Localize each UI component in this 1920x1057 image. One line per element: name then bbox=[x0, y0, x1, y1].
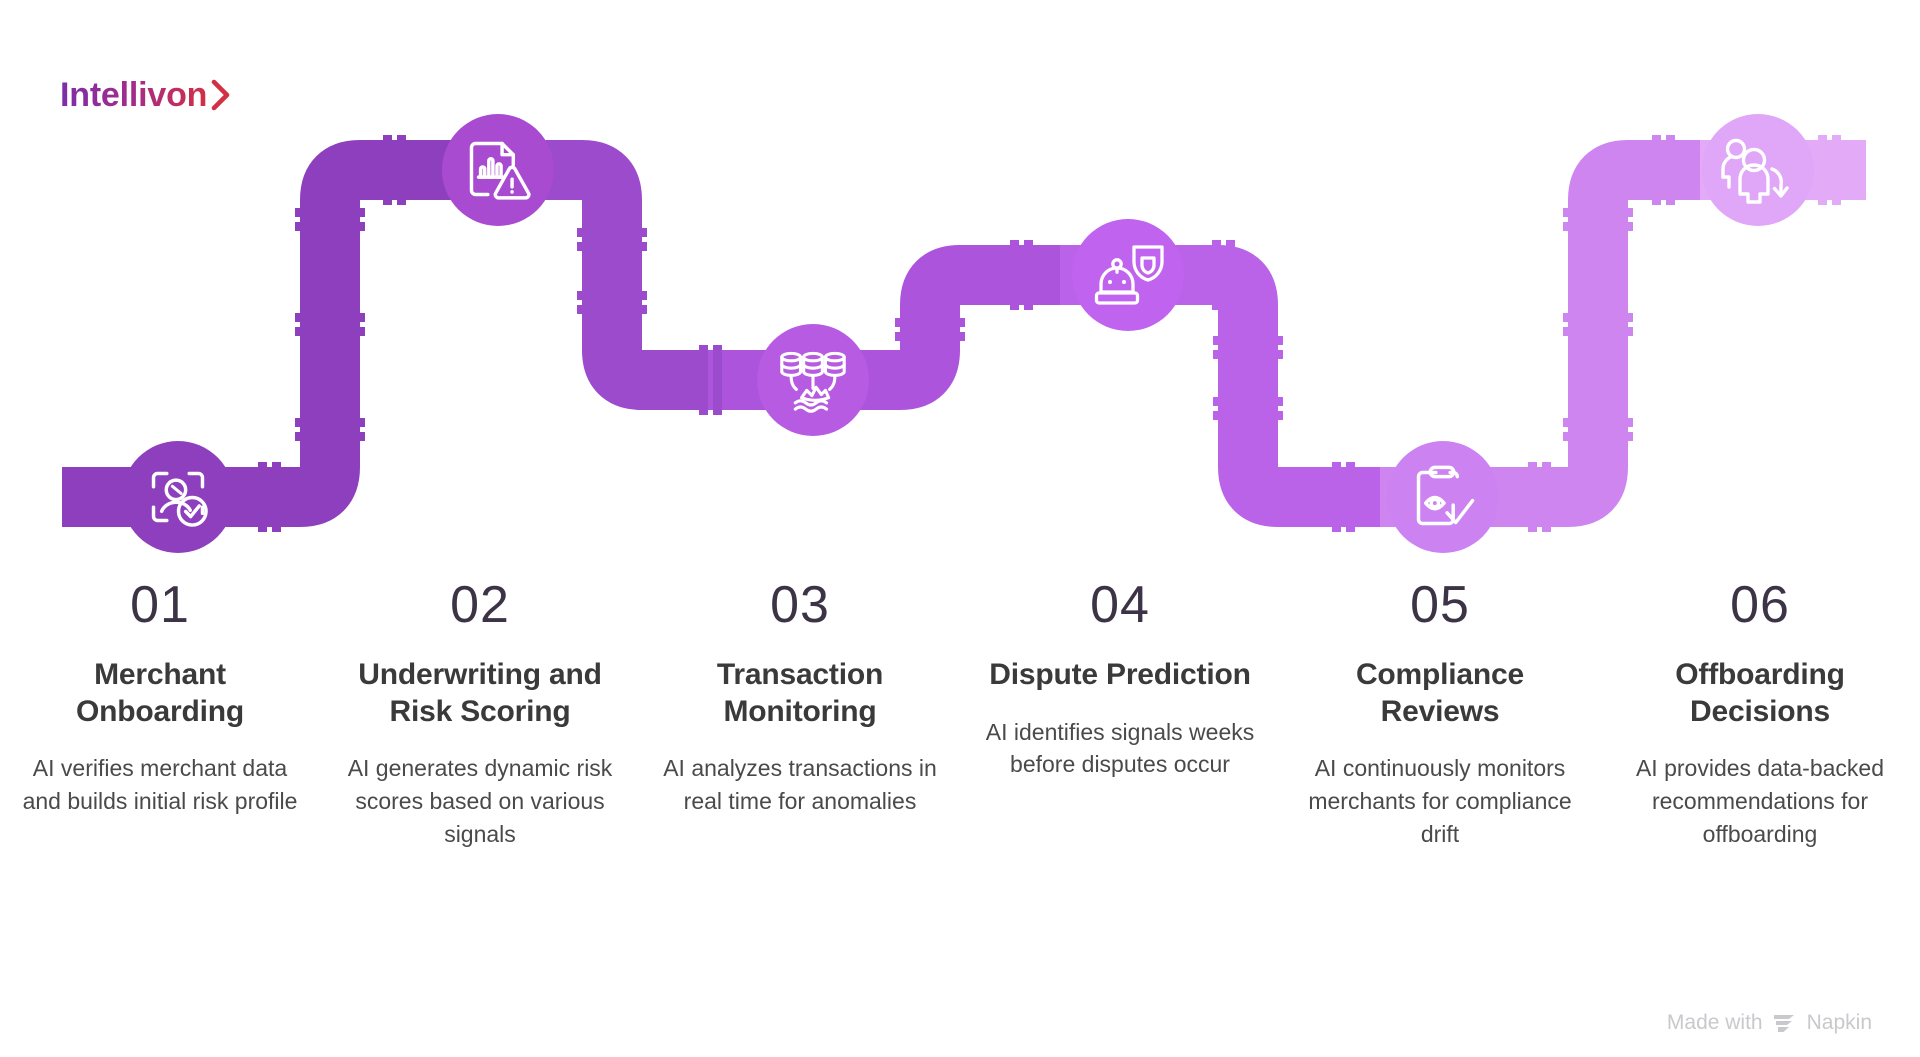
step-description: AI provides data-backed recommendations … bbox=[1635, 755, 1885, 847]
step-card-02: 02 Underwriting and Risk Scoring AI gene… bbox=[320, 576, 640, 850]
step-number: 06 bbox=[1730, 576, 1790, 634]
step-card-01: 01 Merchant Onboarding AI verifies merch… bbox=[0, 576, 320, 818]
made-with-footer[interactable]: Made with Napkin bbox=[1667, 1011, 1872, 1035]
pipe-flanges bbox=[258, 135, 1841, 532]
pipeline-node-04[interactable] bbox=[1072, 219, 1184, 331]
step-description: AI identifies signals weeks before dispu… bbox=[985, 718, 1255, 778]
step-number: 02 bbox=[450, 576, 510, 634]
made-with-label: Made with bbox=[1666, 1011, 1763, 1034]
pipeline-node-06[interactable] bbox=[1702, 114, 1814, 226]
step-description: AI analyzes transactions in real time fo… bbox=[663, 755, 937, 814]
step-title: Compliance Reviews bbox=[1355, 658, 1525, 728]
step-card-03: 03 Transaction Monitoring AI analyzes tr… bbox=[640, 576, 960, 818]
step-title: Transaction Monitoring bbox=[716, 658, 884, 728]
step-description: AI verifies merchant data and builds ini… bbox=[22, 755, 298, 814]
step-number: 03 bbox=[770, 576, 830, 634]
step-title: Dispute Prediction bbox=[989, 658, 1251, 692]
step-card-04: 04 Dispute Prediction AI identifies sign… bbox=[960, 576, 1280, 781]
brand-name: Intellivon bbox=[60, 76, 208, 114]
step-title: Merchant Onboarding bbox=[76, 658, 244, 728]
brand-logo[interactable]: Intellivon bbox=[60, 78, 232, 112]
step-card-05: 05 Compliance Reviews AI continuously mo… bbox=[1280, 576, 1600, 850]
step-number: 05 bbox=[1410, 576, 1470, 634]
napkin-logo-icon bbox=[1773, 1015, 1794, 1032]
step-list: 01 Merchant Onboarding AI verifies merch… bbox=[0, 576, 1920, 850]
chevron-right-icon bbox=[211, 79, 230, 111]
step-number: 01 bbox=[130, 576, 190, 634]
step-title: Offboarding Decisions bbox=[1675, 658, 1845, 728]
step-title: Underwriting and Risk Scoring bbox=[358, 658, 602, 728]
product-name: Napkin bbox=[1806, 1011, 1872, 1034]
step-description: AI generates dynamic risk scores based o… bbox=[347, 755, 613, 847]
step-card-06: 06 Offboarding Decisions AI provides dat… bbox=[1600, 576, 1920, 850]
pipeline-node-03[interactable] bbox=[757, 324, 869, 436]
pipeline-node-01[interactable] bbox=[122, 441, 234, 553]
pipeline-diagram bbox=[62, 114, 1866, 553]
pipeline-node-02[interactable] bbox=[442, 114, 554, 226]
step-description: AI continuously monitors merchants for c… bbox=[1308, 755, 1572, 847]
pipeline-node-05[interactable] bbox=[1387, 441, 1499, 553]
step-number: 04 bbox=[1090, 576, 1150, 634]
